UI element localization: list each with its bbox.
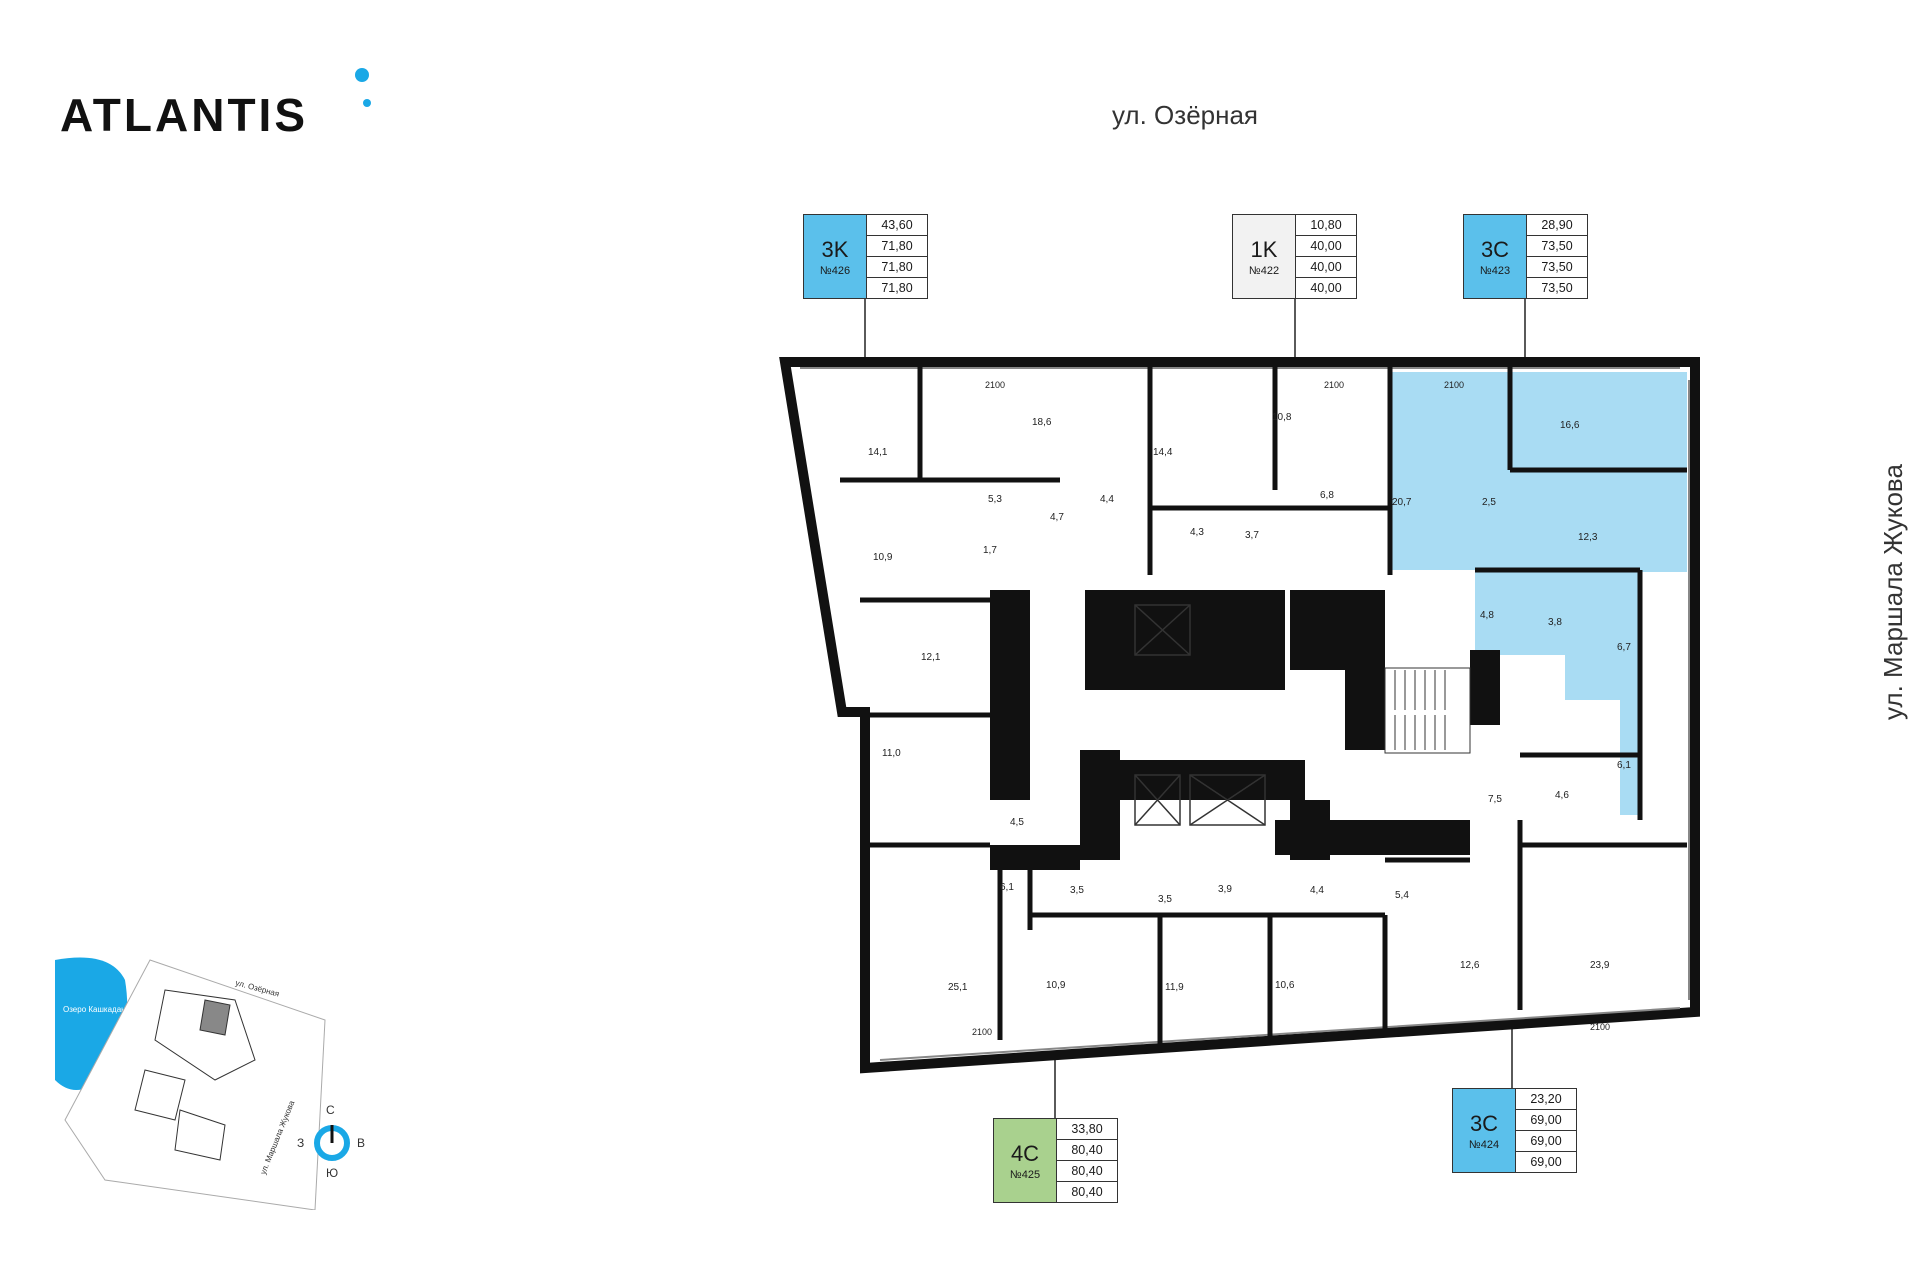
room-area: 14,1: [868, 447, 888, 458]
street-label-top: ул. Озёрная: [1112, 100, 1259, 130]
room-area: 7,5: [1488, 794, 1502, 805]
site-border: [64, 959, 326, 1210]
room-area: 10,6: [1275, 980, 1295, 991]
compass-east: В: [357, 1136, 366, 1150]
room-area: 10,9: [1046, 980, 1066, 991]
dimension: 2100: [985, 380, 1005, 390]
room-area: 4,4: [1310, 885, 1324, 896]
room-area: 5,4: [1395, 890, 1409, 901]
room-area: 10,9: [873, 552, 893, 563]
room-area: 10,8: [1272, 412, 1292, 423]
room-area: 16,6: [1560, 420, 1580, 431]
room-area: 18,6: [1032, 417, 1052, 428]
room-area: 2,5: [1482, 497, 1496, 508]
room-area: 3,5: [1070, 885, 1084, 896]
elevators: [1134, 604, 1266, 826]
room-area: 6,8: [1320, 490, 1334, 501]
room-area: 25,1: [948, 982, 968, 993]
room-area: 12,1: [921, 652, 941, 663]
room-area: 20,7: [1392, 497, 1412, 508]
room-area: 6,1: [1617, 760, 1631, 771]
room-labels: 14,1 18,6 14,4 10,8 16,6 5,3 4,7 4,4 6,8…: [868, 412, 1631, 993]
room-area: 5,3: [988, 494, 1002, 505]
room-area: 4,8: [1480, 610, 1494, 621]
logo-dot: [355, 68, 369, 82]
room-area: 6,1: [1000, 882, 1014, 893]
dimension: 2100: [1444, 380, 1464, 390]
room-area: 4,7: [1050, 512, 1064, 523]
room-area: 6,7: [1617, 642, 1631, 653]
lake-label: Озеро Кашкадан: [63, 1005, 126, 1014]
compass-south: Ю: [326, 1166, 339, 1180]
room-area: 4,6: [1555, 790, 1569, 801]
room-area: 3,9: [1218, 884, 1232, 895]
compass-icon: [314, 1125, 350, 1161]
windows: [800, 367, 1690, 1061]
brand-logo: ATLANTIS: [60, 89, 309, 141]
room-area: 11,0: [882, 748, 901, 759]
building-blocks: [134, 989, 256, 1161]
partition-walls: [840, 365, 1687, 1050]
room-area: 4,5: [1010, 817, 1024, 828]
room-area: 4,3: [1190, 527, 1204, 538]
core-walls: [990, 590, 1500, 870]
dimension-labels: 2100 2100 2100 2100 2100: [972, 380, 1610, 1037]
compass-north: С: [326, 1103, 335, 1117]
apartment-423-highlight: [1390, 372, 1687, 815]
room-area: 3,5: [1158, 894, 1172, 905]
room-area: 12,6: [1460, 960, 1480, 971]
room-area: 11,9: [1165, 982, 1184, 993]
room-area: 1,7: [983, 545, 997, 556]
room-area: 3,7: [1245, 530, 1259, 541]
room-area: 23,9: [1590, 960, 1610, 971]
dimension: 2100: [1324, 380, 1344, 390]
dimension: 2100: [972, 1027, 992, 1037]
stairs: [1384, 667, 1471, 754]
room-area: 12,3: [1578, 532, 1598, 543]
room-area: 4,4: [1100, 494, 1114, 505]
room-area: 3,8: [1548, 617, 1562, 628]
logo-dot-small: [363, 99, 371, 107]
site-minimap: Озеро Кашкадан ул. Озёрная ул. Маршала Ж…: [55, 957, 326, 1210]
compass-west: З: [297, 1136, 305, 1150]
dimension: 2100: [1590, 1022, 1610, 1032]
room-area: 14,4: [1153, 447, 1173, 458]
